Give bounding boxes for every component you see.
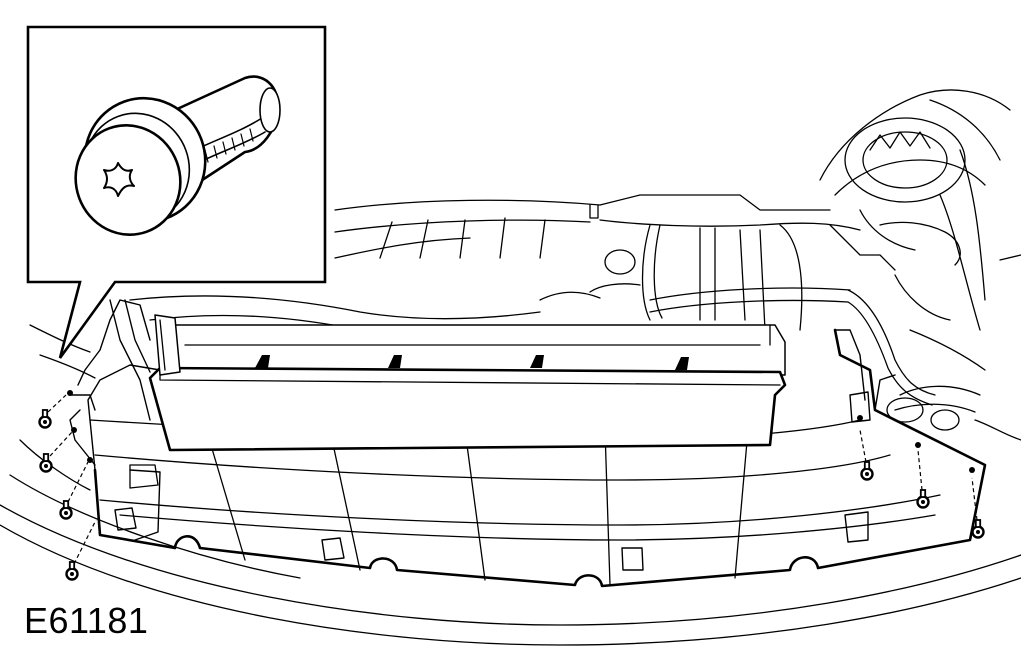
fasteners bbox=[38, 390, 985, 581]
torx-pan-head-push-pin-icon bbox=[74, 75, 281, 236]
upper-trim-panel bbox=[148, 314, 787, 452]
figure-id-label: E61181 bbox=[24, 600, 149, 641]
push-pin-fastener-icon bbox=[38, 408, 52, 429]
push-pin-fastener-icon bbox=[39, 452, 53, 473]
push-pin-fastener-icon bbox=[65, 560, 79, 581]
background-structure bbox=[0, 89, 1021, 646]
push-pin-fastener-icon bbox=[860, 460, 874, 481]
grille-panel bbox=[69, 299, 987, 588]
push-pin-fastener-icon bbox=[916, 488, 930, 509]
inset-callout bbox=[26, 25, 327, 359]
